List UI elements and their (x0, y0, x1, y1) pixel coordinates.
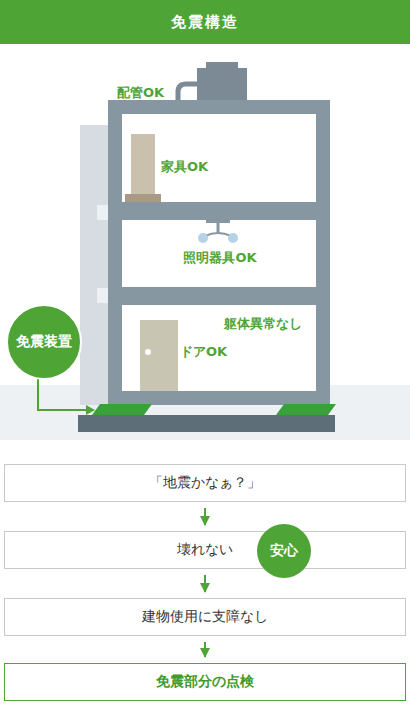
isolator-pad (92, 404, 152, 415)
isolator-pad (276, 404, 336, 415)
furniture (131, 134, 155, 195)
callout-label: 躯体異常なし (224, 315, 302, 333)
flow-pill: 「地震かなぁ？」 (4, 464, 406, 502)
lamp-globe (198, 233, 208, 243)
lamp (205, 233, 231, 236)
room (122, 114, 316, 202)
door (140, 320, 178, 391)
building-frame (108, 100, 330, 405)
roof-unit (206, 62, 238, 70)
title-band: 免震構造 (0, 0, 410, 44)
lamp (217, 222, 220, 233)
node-text: 「地震かなぁ？」 (149, 474, 261, 492)
callout-label: 配管OK (117, 84, 164, 102)
flow-arrow (204, 642, 206, 657)
flow-pill: 建物使用に支障なし (4, 598, 406, 636)
node-text: 壊れない (177, 541, 233, 559)
flow-pill: 壊れない 安心 (4, 531, 406, 569)
leader-line (38, 378, 86, 410)
flow-arrow (204, 508, 206, 525)
node-text: 建物使用に支障なし (142, 608, 268, 626)
node-text: 安心 (270, 542, 298, 560)
pipe (178, 84, 197, 100)
foundation (78, 415, 335, 432)
furniture-base (125, 194, 161, 202)
callout-label: 照明器具OK (183, 249, 256, 267)
flow-arrow (204, 575, 206, 592)
lamp-globe (228, 233, 238, 243)
node-text: 免震部分の点検 (156, 673, 254, 691)
back-wall (80, 125, 110, 405)
room (122, 220, 316, 287)
node-text: 免震装置 (16, 333, 72, 351)
room (122, 305, 316, 391)
roof-unit (197, 68, 247, 100)
door-knob (145, 349, 151, 355)
leader-arrow (86, 405, 95, 415)
callout-label: 家具OK (161, 158, 208, 176)
title-text: 免震構造 (171, 13, 239, 32)
badge-circle: 安心 (257, 524, 311, 578)
callout-label: ドアOK (180, 343, 227, 361)
device-circle: 免震装置 (6, 304, 82, 380)
final-pill: 免震部分の点検 (4, 663, 406, 701)
